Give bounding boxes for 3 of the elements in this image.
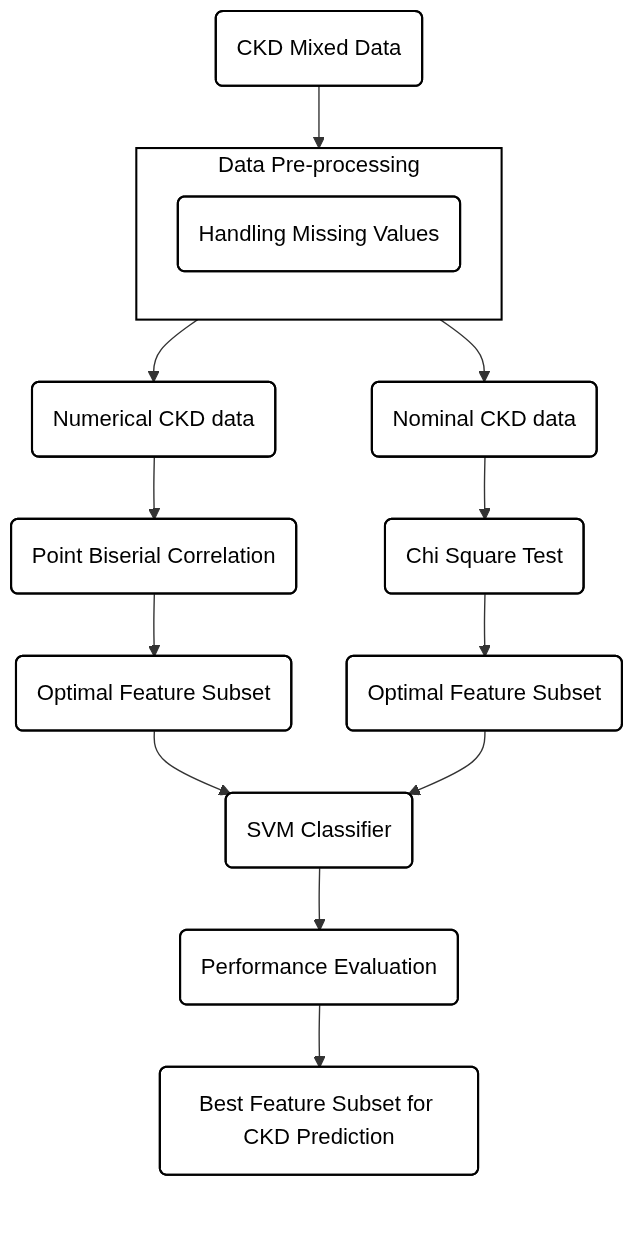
- arrow: [408, 730, 486, 796]
- arrow: [312, 85, 326, 149]
- arrow: [153, 730, 232, 796]
